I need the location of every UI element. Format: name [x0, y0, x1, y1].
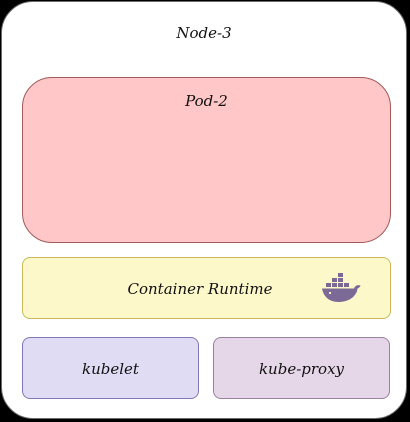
kubelet-label: kubelet — [82, 360, 139, 378]
kubelet-box: kubelet — [22, 337, 199, 399]
docker-icon — [322, 273, 361, 302]
container-runtime-box: Container Runtime — [22, 257, 391, 319]
kube-proxy-label: kube-proxy — [258, 360, 345, 378]
node-title: Node-3 — [176, 24, 232, 42]
container-runtime-label: Container Runtime — [127, 280, 273, 298]
pod-box: Pod-2 — [22, 77, 391, 243]
kube-proxy-box: kube-proxy — [213, 337, 390, 399]
pod-title: Pod-2 — [185, 92, 228, 110]
